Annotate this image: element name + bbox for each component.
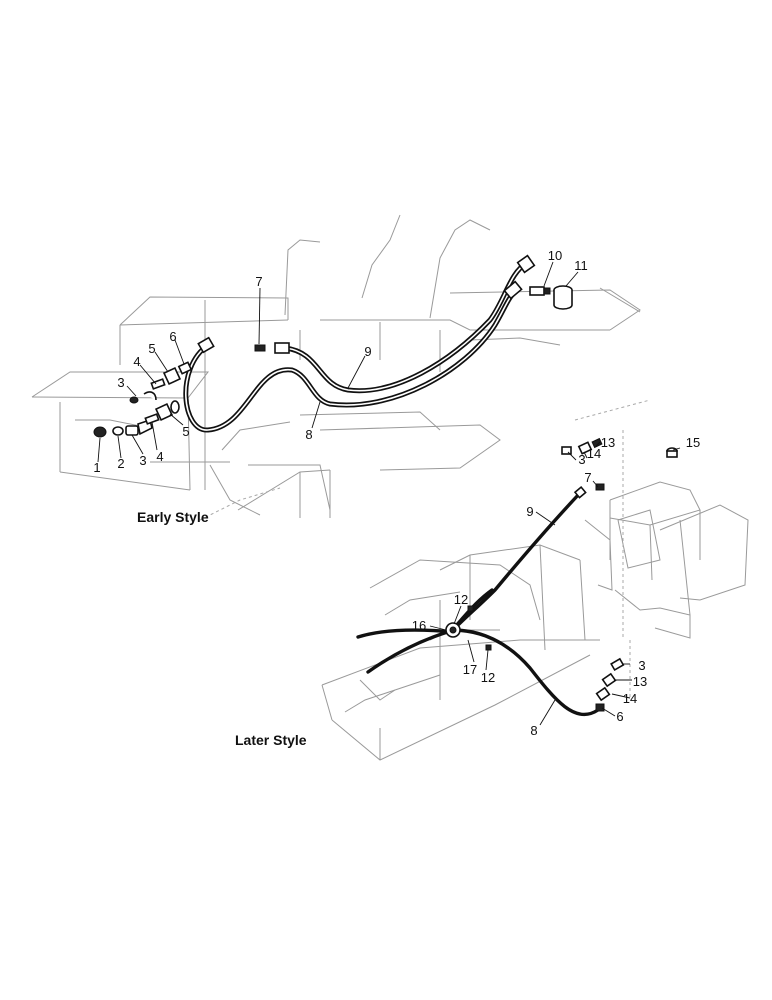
later-callout-12-lower: 12	[481, 670, 495, 685]
later-fitting-7	[573, 483, 605, 499]
early-callout-7: 7	[255, 274, 262, 289]
later-callouts: 3 3 6 7 8 9 12 12 13 13 14 14 15 16 17	[412, 435, 700, 738]
early-fittings-4-5-lower	[144, 400, 180, 425]
later-fittings-3-13-14-top	[561, 437, 603, 455]
later-frame-outline	[321, 399, 749, 761]
later-callout-14-top: 14	[587, 446, 601, 461]
later-hose-9	[453, 491, 582, 630]
later-callout-16: 16	[412, 618, 426, 633]
caption-early-style: Early Style	[137, 509, 209, 525]
later-callout-14-lower: 14	[623, 691, 637, 706]
early-callout-10: 10	[548, 248, 562, 263]
later-callout-13-top: 13	[601, 435, 615, 450]
caption-later-style: Later Style	[235, 732, 307, 748]
early-hose-9	[282, 260, 530, 394]
early-callout-5-upper: 5	[148, 341, 155, 356]
later-style-assembly: 3 3 6 7 8 9 12 12 13 13 14 14 15 16 17 L…	[235, 399, 749, 761]
later-callout-8: 8	[530, 723, 537, 738]
early-callout-6: 6	[169, 329, 176, 344]
early-style-assembly: 1 2 3 3 4 4 5 5 6 7 8 9 10 11 Early Styl…	[31, 214, 641, 525]
later-callout-15: 15	[686, 435, 700, 450]
later-callout-3-top: 3	[578, 452, 585, 467]
later-fitting-17-12	[485, 644, 492, 651]
early-callout-4-lower: 4	[156, 449, 163, 464]
later-fittings-3-13-14-6-lower	[595, 657, 625, 712]
early-fitting-10	[529, 286, 551, 296]
early-hose-8	[183, 289, 518, 433]
early-callout-1: 1	[93, 460, 100, 475]
later-plug-15	[666, 447, 678, 458]
early-callout-9: 9	[364, 344, 371, 359]
early-fitting-hose-ends	[197, 254, 536, 354]
early-callout-2: 2	[117, 456, 124, 471]
early-fittings-3-4-5-upper	[129, 361, 193, 404]
later-callout-6: 6	[616, 709, 623, 724]
later-hose-8	[450, 628, 600, 717]
early-callout-4-upper: 4	[133, 354, 140, 369]
early-callout-11: 11	[574, 258, 588, 273]
later-leaders	[429, 441, 681, 726]
early-callout-3-lower: 3	[139, 453, 146, 468]
early-fitting-7	[254, 344, 266, 352]
early-leaders	[97, 261, 579, 463]
later-callout-7: 7	[584, 470, 591, 485]
later-callout-13-lower: 13	[633, 674, 647, 689]
early-callouts: 1 2 3 3 4 4 5 5 6 7 8 9 10 11	[93, 248, 587, 475]
later-callout-17: 17	[463, 662, 477, 677]
early-cap-11	[553, 285, 573, 310]
later-hose-short	[356, 588, 494, 674]
early-callout-8: 8	[305, 427, 312, 442]
early-callout-3-upper: 3	[117, 375, 124, 390]
later-callout-9: 9	[526, 504, 533, 519]
later-callout-3-lower: 3	[638, 658, 645, 673]
later-callout-12-upper: 12	[454, 592, 468, 607]
early-callout-5-lower: 5	[182, 424, 189, 439]
